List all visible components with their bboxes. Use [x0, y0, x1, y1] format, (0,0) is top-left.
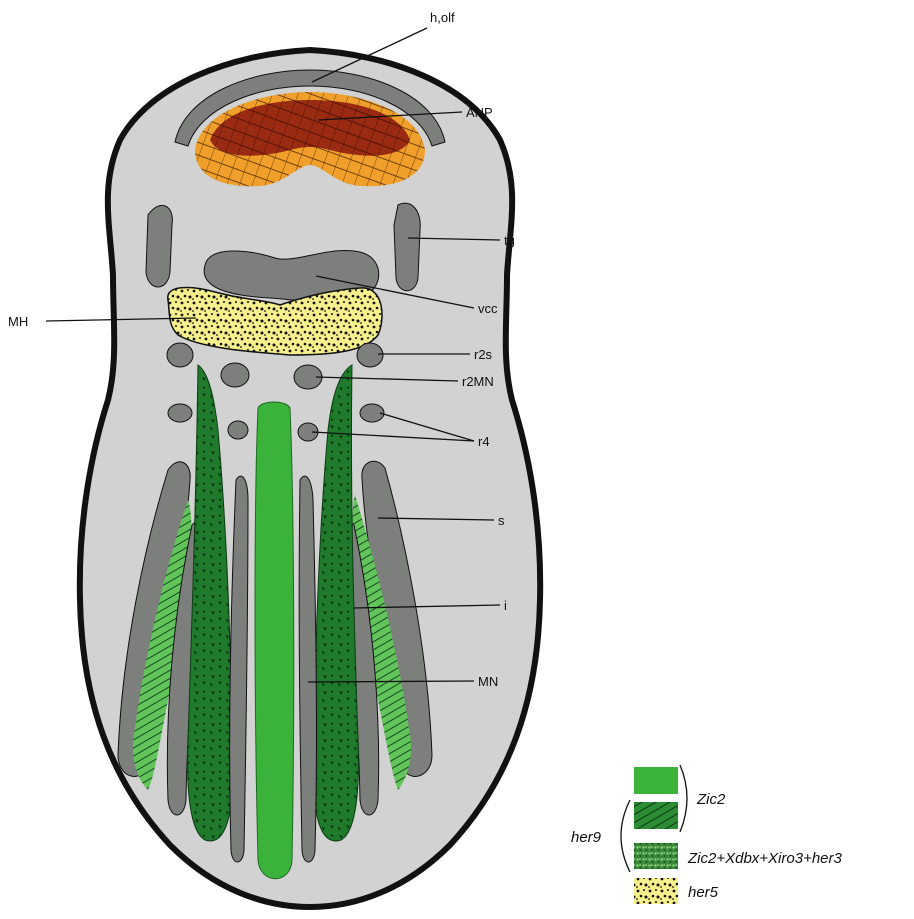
label-tg: tg — [504, 233, 515, 248]
zic2-midline — [255, 402, 294, 879]
legend: Zic2 her9 Zic2+Xdbx+Xiro3+her3 her5 — [571, 765, 843, 904]
legend-swatch-her5 — [634, 878, 678, 904]
r4-left-outer — [168, 404, 192, 422]
label-mn: MN — [478, 674, 498, 689]
trigeminal-right — [394, 203, 420, 291]
trigeminal-left — [146, 205, 172, 287]
label-s: s — [498, 513, 505, 528]
legend-label-her5: her5 — [688, 884, 719, 901]
r2s-right — [357, 343, 383, 367]
legend-label-combo: Zic2+Xdbx+Xiro3+her3 — [687, 850, 843, 867]
label-r2mn: r2MN — [462, 374, 494, 389]
legend-swatch-zic2-hatched — [634, 802, 678, 829]
r2s-left — [167, 343, 193, 367]
legend-label-her9: her9 — [571, 829, 602, 846]
label-i: i — [504, 598, 507, 613]
label-vcc: vcc — [478, 301, 498, 316]
label-h-olf: h,olf — [430, 10, 455, 25]
legend-swatch-zic2-solid — [634, 767, 678, 794]
legend-swatch-combo — [634, 843, 678, 869]
legend-zic2-bracket — [680, 765, 687, 832]
label-mh: MH — [8, 314, 28, 329]
legend-label-zic2: Zic2 — [696, 791, 726, 808]
legend-her9-bracket — [621, 800, 630, 872]
mn-stripe-right — [299, 476, 316, 862]
label-r4: r4 — [478, 434, 490, 449]
label-anp: ANP — [466, 105, 493, 120]
label-r2s: r2s — [474, 347, 493, 362]
r4-left-inner — [228, 421, 248, 439]
r2mn-left — [221, 363, 249, 387]
